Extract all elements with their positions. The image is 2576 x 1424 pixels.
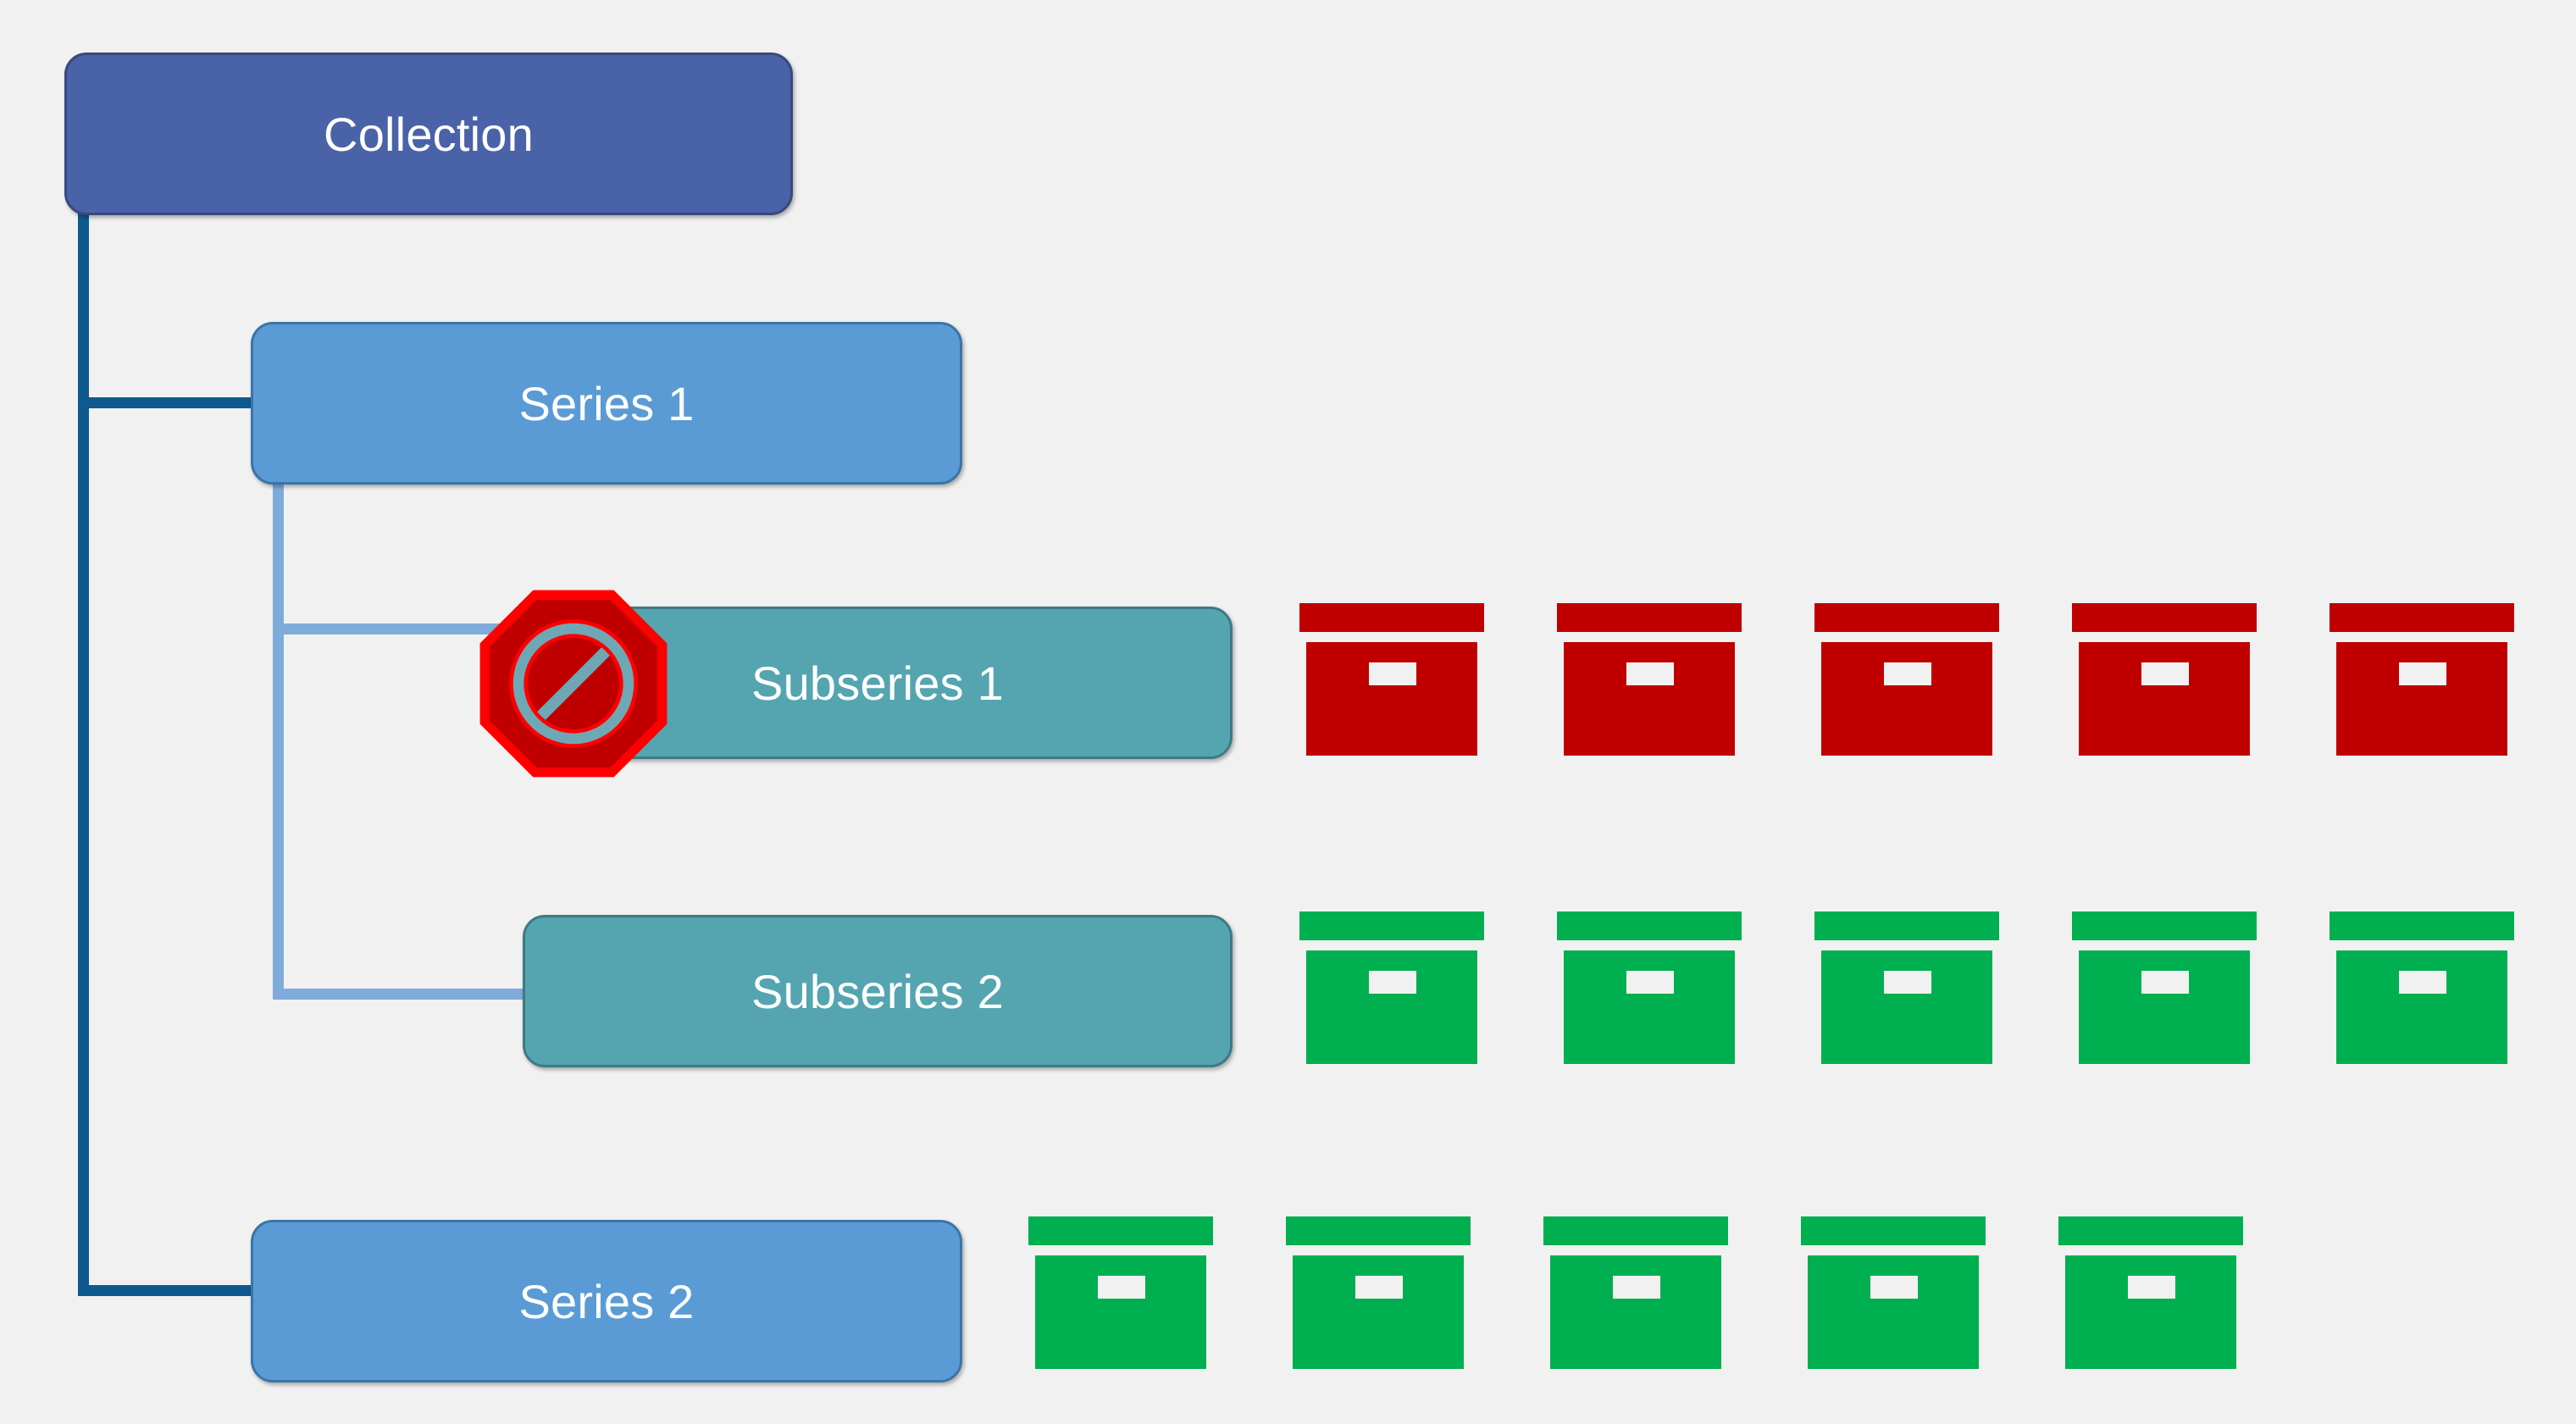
node-collection-label: Collection — [324, 107, 534, 161]
archive-box-body — [1564, 642, 1735, 756]
archive-box-body — [1550, 1255, 1721, 1369]
archive-box-lid — [1028, 1216, 1213, 1245]
archive-box-handle — [1626, 662, 1674, 685]
archive-box-lid — [1801, 1216, 1986, 1245]
archive-box-green[interactable] — [1557, 911, 1742, 1064]
node-subseries-2[interactable]: Subseries 2 — [523, 915, 1233, 1067]
node-series-2[interactable]: Series 2 — [251, 1220, 962, 1382]
node-subseries-2-label: Subseries 2 — [751, 964, 1004, 1018]
archive-box-red[interactable] — [1557, 603, 1742, 756]
archive-box-lid — [2072, 603, 2257, 632]
archive-box-lid — [2072, 911, 2257, 940]
archive-box-green[interactable] — [2072, 911, 2257, 1064]
archive-box-green[interactable] — [1299, 911, 1484, 1064]
node-series-2-label: Series 2 — [518, 1274, 695, 1328]
archive-box-body — [2079, 950, 2250, 1064]
archive-box-red[interactable] — [2072, 603, 2257, 756]
archive-box-handle — [1613, 1276, 1660, 1299]
archive-box-handle — [2141, 971, 2189, 994]
archive-box-handle — [1369, 971, 1416, 994]
archive-box-lid — [1557, 603, 1742, 632]
connector-to-subseries-2 — [273, 989, 535, 1000]
archive-box-body — [1808, 1255, 1979, 1369]
archive-box-body — [1035, 1255, 1206, 1369]
archive-box-lid — [1543, 1216, 1728, 1245]
node-series-1-label: Series 1 — [518, 376, 695, 430]
archive-box-body — [2065, 1255, 2236, 1369]
archive-box-red[interactable] — [1814, 603, 1999, 756]
archive-box-green[interactable] — [1028, 1216, 1213, 1369]
archive-box-body — [2079, 642, 2250, 756]
archive-box-green[interactable] — [1801, 1216, 1986, 1369]
archive-box-body — [1564, 950, 1735, 1064]
archive-box-body — [1293, 1255, 1464, 1369]
connector-to-series-1 — [78, 397, 258, 408]
archive-box-handle — [2399, 662, 2446, 685]
connector-series-1-vertical — [273, 485, 284, 1000]
archive-box-lid — [1286, 1216, 1471, 1245]
connector-to-subseries-1 — [273, 623, 535, 634]
archive-box-body — [1821, 642, 1992, 756]
archive-box-green[interactable] — [1814, 911, 1999, 1064]
archive-box-handle — [2128, 1276, 2175, 1299]
connector-to-series-2 — [78, 1285, 258, 1296]
archive-box-green[interactable] — [2329, 911, 2514, 1064]
archive-box-lid — [1557, 911, 1742, 940]
archive-box-handle — [1098, 1276, 1145, 1299]
archive-box-body — [2336, 950, 2507, 1064]
archive-box-lid — [1299, 603, 1484, 632]
archive-box-handle — [1870, 1276, 1918, 1299]
archive-box-green[interactable] — [1543, 1216, 1728, 1369]
archive-box-body — [1306, 950, 1477, 1064]
prohibited-stop-sign-icon[interactable] — [476, 586, 671, 781]
archive-box-lid — [2058, 1216, 2243, 1245]
archive-box-lid — [1814, 603, 1999, 632]
archive-box-handle — [1626, 971, 1674, 994]
archive-box-lid — [2329, 603, 2514, 632]
archive-box-lid — [1299, 911, 1484, 940]
connector-trunk-vertical — [78, 212, 89, 1296]
archive-box-red[interactable] — [1299, 603, 1484, 756]
archive-box-red[interactable] — [2329, 603, 2514, 756]
archive-box-body — [1306, 642, 1477, 756]
archive-box-green[interactable] — [1286, 1216, 1471, 1369]
archive-box-handle — [1369, 662, 1416, 685]
archive-box-handle — [1355, 1276, 1403, 1299]
node-subseries-1-label: Subseries 1 — [751, 656, 1004, 710]
archive-box-body — [1821, 950, 1992, 1064]
archive-box-handle — [1884, 971, 1931, 994]
archive-box-handle — [2141, 662, 2189, 685]
archive-box-green[interactable] — [2058, 1216, 2243, 1369]
archive-box-lid — [2329, 911, 2514, 940]
archive-box-lid — [1814, 911, 1999, 940]
node-collection[interactable]: Collection — [64, 53, 793, 215]
archive-box-handle — [2399, 971, 2446, 994]
archive-box-body — [2336, 642, 2507, 756]
node-series-1[interactable]: Series 1 — [251, 322, 962, 485]
archive-box-handle — [1884, 662, 1931, 685]
